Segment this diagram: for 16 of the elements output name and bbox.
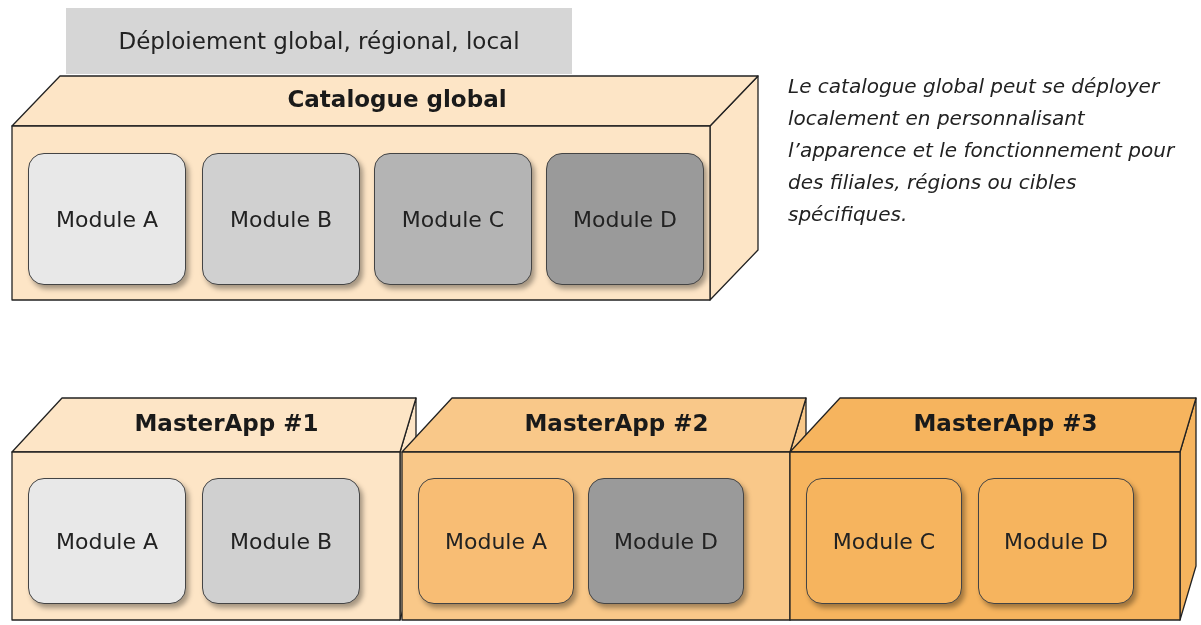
module-box: Module C <box>806 478 962 604</box>
box-heading: MasterApp #3 <box>912 410 1099 436</box>
module-box: Module A <box>418 478 574 604</box>
box-heading: Catalogue global <box>286 86 508 112</box>
module-box: Module B <box>202 153 360 285</box>
heading-band: Déploiement global, régional, local <box>66 8 572 74</box>
module-box: Module A <box>28 153 186 285</box>
box-heading: MasterApp #1 <box>133 410 320 436</box>
module-box: Module D <box>978 478 1134 604</box>
module-box: Module D <box>588 478 744 604</box>
module-box: Module B <box>202 478 360 604</box>
module-box: Module C <box>374 153 532 285</box>
note-text: Le catalogue global peut se déployer localement en personnalisant l’apparence et le fonctionnement pour des filiales, régions ou cibles spécifiques. <box>788 73 1177 228</box>
module-box: Module D <box>546 153 704 285</box>
box-heading: MasterApp #2 <box>523 410 710 436</box>
module-box: Module A <box>28 478 186 604</box>
